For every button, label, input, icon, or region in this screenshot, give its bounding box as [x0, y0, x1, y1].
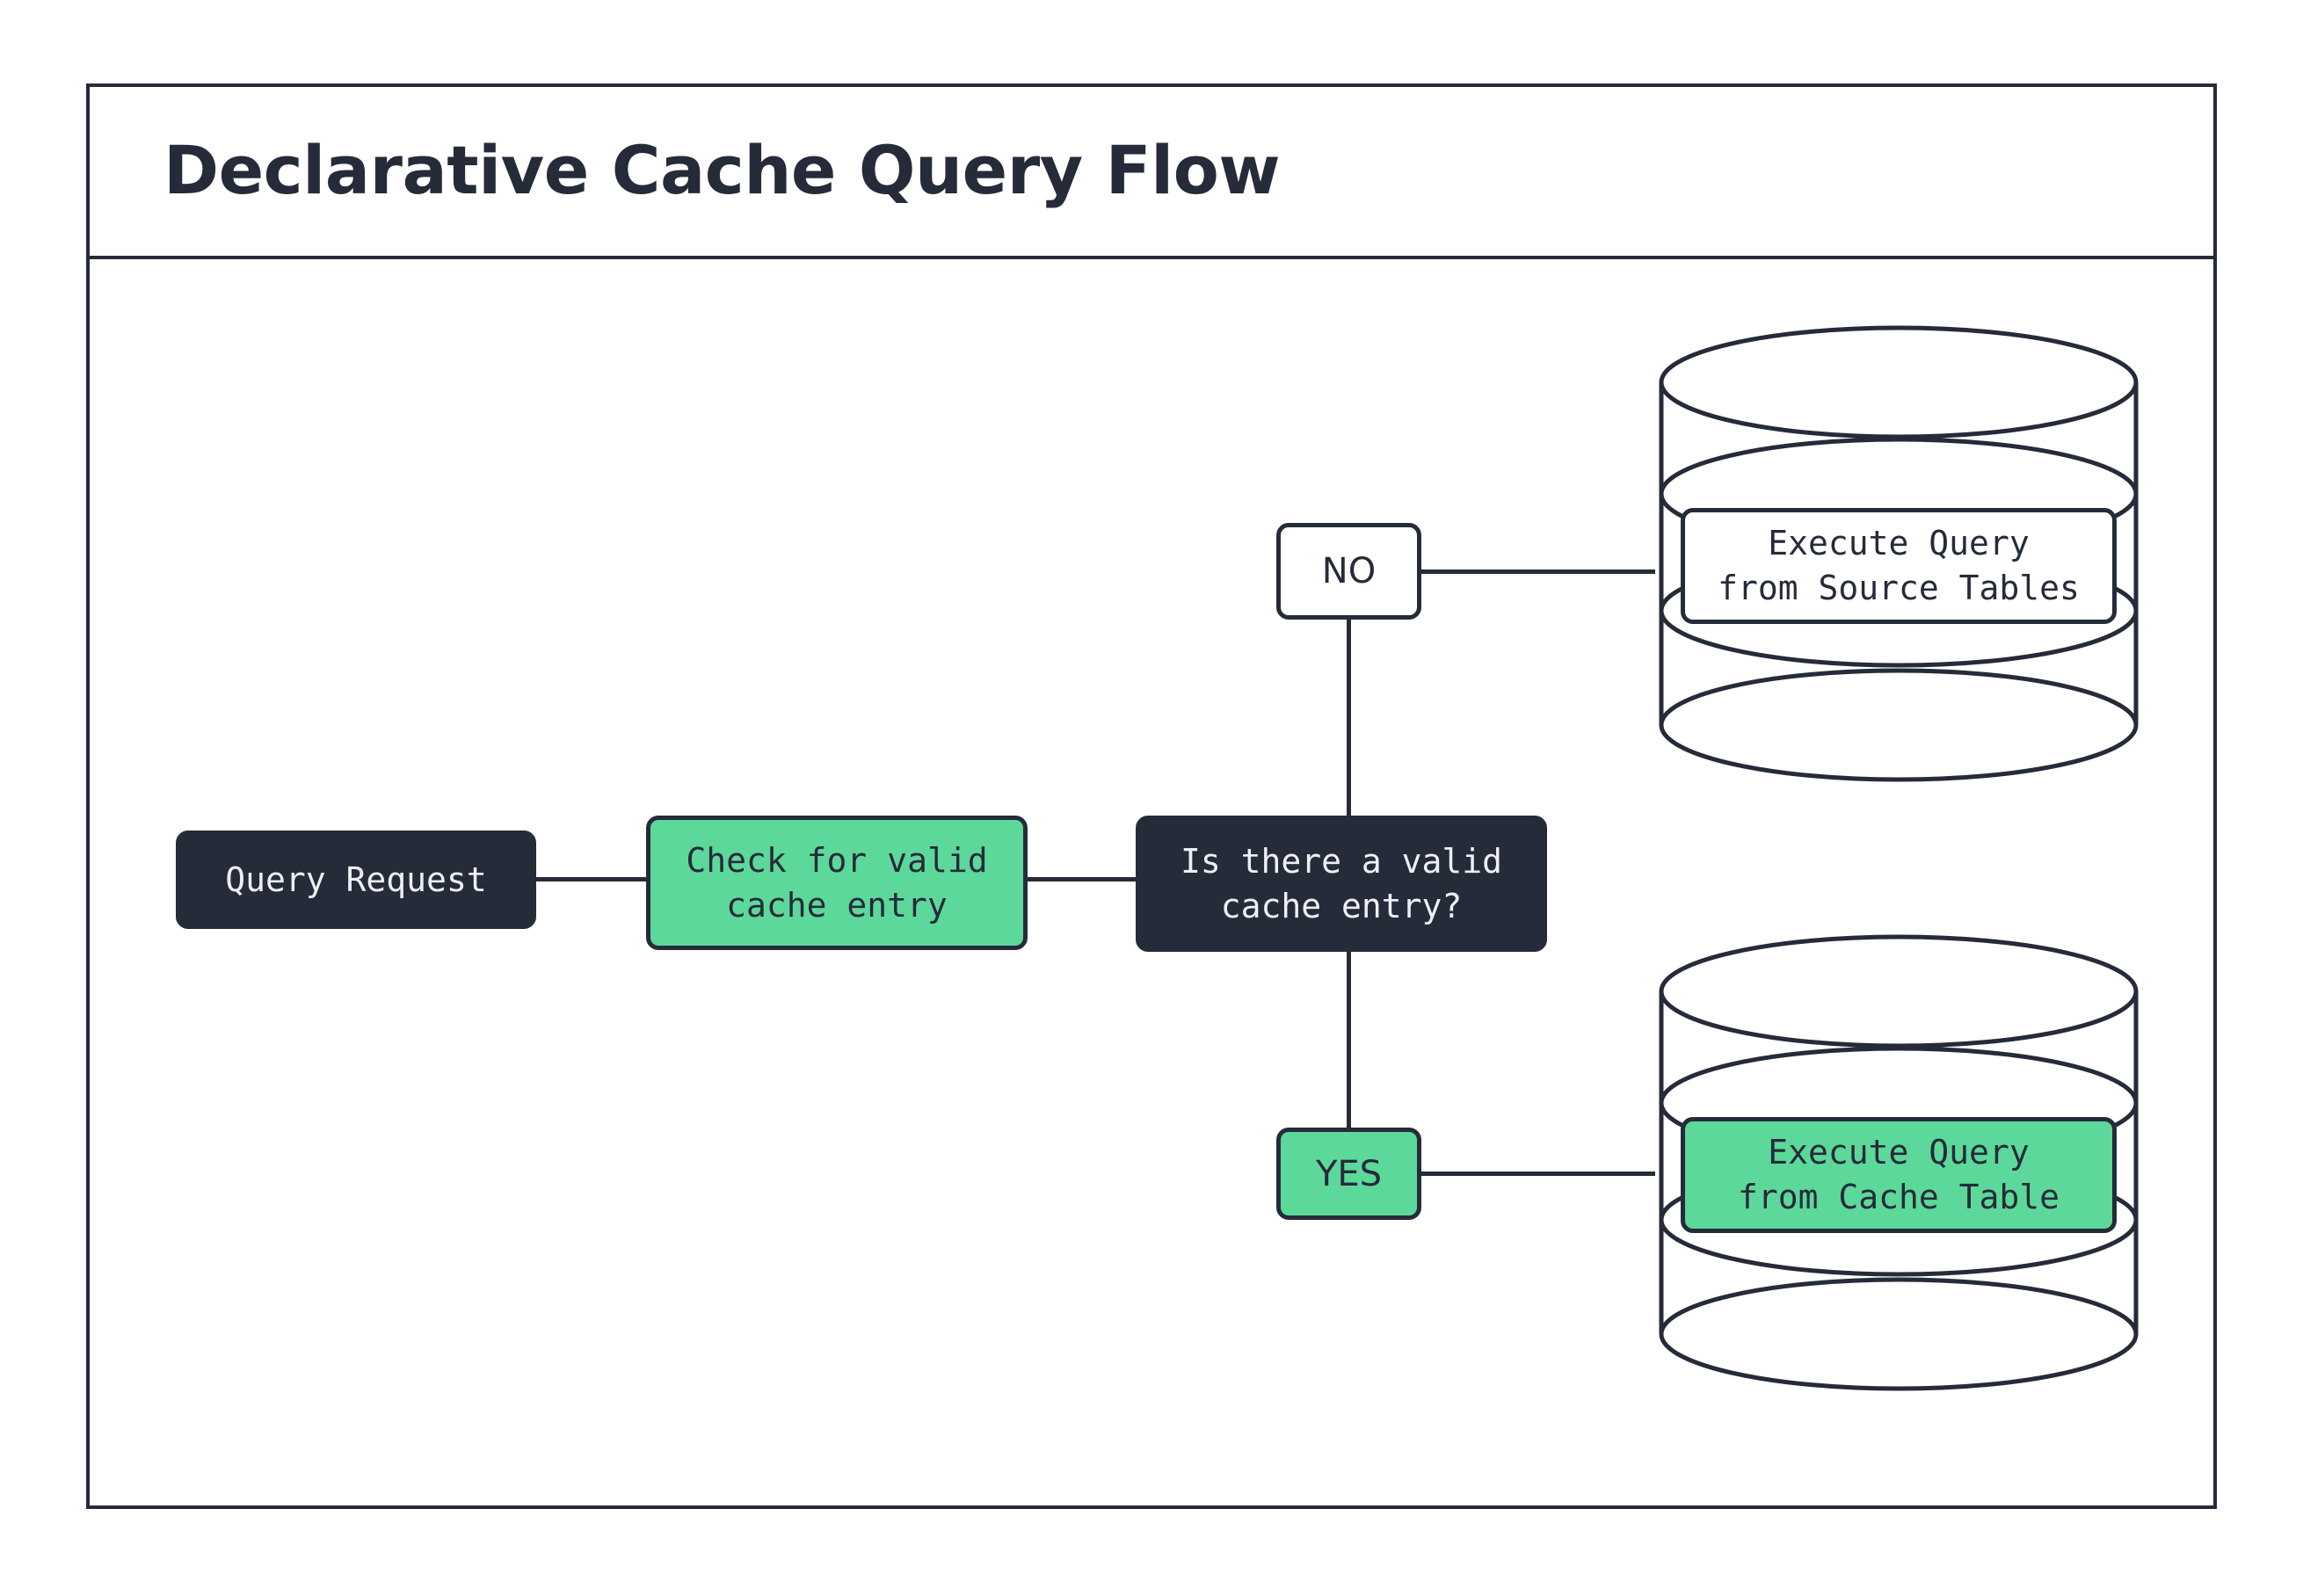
diagram-frame [86, 83, 2217, 1509]
connector-yes-to-cache-db [1418, 1172, 1655, 1176]
label-execute-query-from-source-tables[interactable]: Execute Query from Source Tables [1681, 508, 2117, 624]
node-decision-valid-cache-entry[interactable]: Is there a valid cache entry? [1136, 816, 1547, 952]
branch-label-yes[interactable]: YES [1276, 1128, 1421, 1220]
connector-request-to-check [534, 877, 649, 881]
page-title: Declarative Cache Query Flow [163, 130, 1281, 209]
node-check-for-valid-cache-entry[interactable]: Check for valid cache entry [646, 816, 1028, 950]
node-query-request[interactable]: Query Request [176, 831, 536, 929]
connector-check-to-decision [1025, 877, 1139, 881]
database-cylinder-source-tables: Execute Query from Source Tables [1653, 325, 2145, 800]
connector-decision-to-no [1347, 617, 1351, 819]
database-cylinder-icon [1659, 934, 2139, 1391]
database-cylinder-cache-table: Execute Query from Cache Table [1653, 934, 2145, 1409]
branch-label-no[interactable]: NO [1276, 523, 1421, 620]
connector-no-to-source-db [1418, 569, 1655, 574]
title-bar: Declarative Cache Query Flow [86, 83, 2217, 259]
connector-decision-to-yes [1347, 948, 1351, 1131]
label-execute-query-from-cache-table[interactable]: Execute Query from Cache Table [1681, 1117, 2117, 1233]
